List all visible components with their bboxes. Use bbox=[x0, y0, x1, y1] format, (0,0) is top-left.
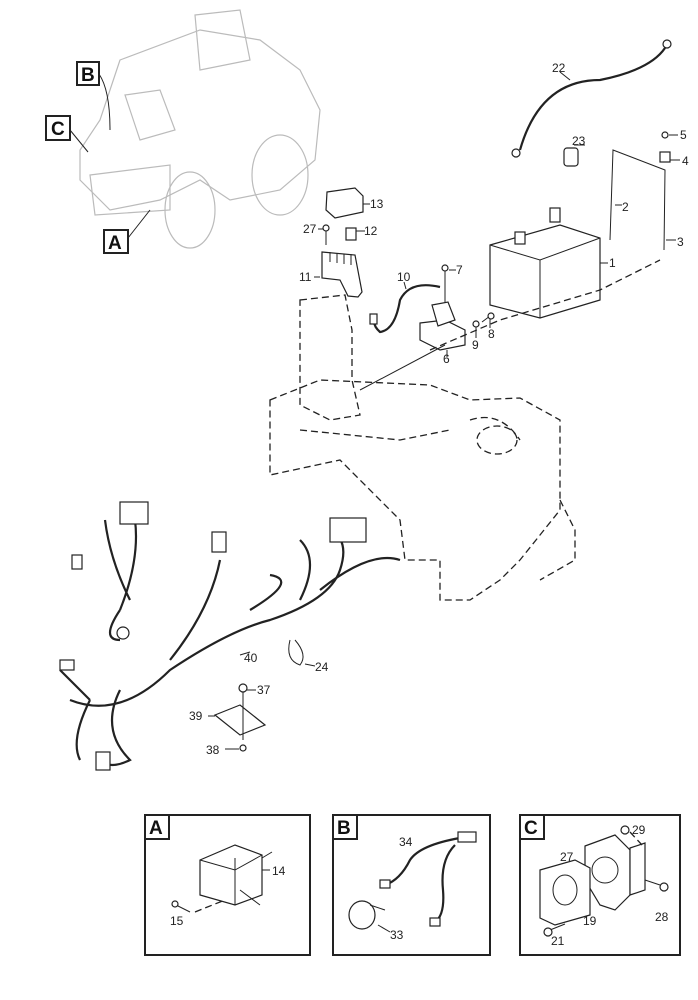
callout-15: 15 bbox=[170, 914, 184, 928]
callout-7: 7 bbox=[456, 263, 463, 277]
svg-text:A: A bbox=[108, 233, 122, 254]
callout-22: 22 bbox=[552, 61, 566, 75]
callout-11: 11 bbox=[299, 270, 312, 284]
cable-10 bbox=[369, 281, 441, 334]
callout-labels: 22 23 5 4 2 3 1 13 27 12 11 10 7 8 9 6 4… bbox=[189, 61, 689, 757]
callout-14: 14 bbox=[272, 864, 286, 878]
callout-38: 38 bbox=[206, 743, 220, 757]
callout-34: 34 bbox=[399, 835, 413, 849]
screw-27 bbox=[318, 224, 330, 245]
battery-cable-22 bbox=[511, 39, 672, 158]
callout-13: 13 bbox=[370, 197, 384, 211]
callout-letter-a[interactable]: A bbox=[103, 209, 151, 254]
inset-b: B 34 33 bbox=[332, 814, 491, 956]
callout-23: 23 bbox=[572, 134, 586, 148]
callout-39: 39 bbox=[189, 709, 203, 723]
part-23 bbox=[563, 144, 585, 167]
tractor-overview bbox=[79, 9, 321, 249]
callout-10: 10 bbox=[397, 270, 411, 284]
hold-down-rod-2-3 bbox=[609, 131, 680, 251]
callout-2: 2 bbox=[622, 200, 629, 214]
callout-8: 8 bbox=[488, 327, 495, 341]
callout-27: 27 bbox=[303, 222, 317, 236]
callout-33: 33 bbox=[390, 928, 404, 942]
callout-letter-b[interactable]: B bbox=[76, 61, 111, 131]
callout-letter-c[interactable]: C bbox=[45, 115, 89, 153]
solenoid-6 bbox=[419, 264, 466, 357]
callout-4: 4 bbox=[682, 154, 689, 168]
callout-40: 40 bbox=[244, 651, 258, 665]
tie-24 bbox=[288, 639, 316, 667]
inset-c: C 29 27 19 28 21 bbox=[519, 814, 681, 956]
wire-harness-40 bbox=[59, 501, 401, 771]
svg-text:B: B bbox=[81, 65, 95, 86]
callout-3: 3 bbox=[677, 235, 684, 249]
callout-27-inset: 27 bbox=[560, 850, 574, 864]
callout-29: 29 bbox=[632, 823, 646, 837]
callout-21: 21 bbox=[551, 934, 565, 948]
svg-text:C: C bbox=[524, 818, 538, 839]
callout-37: 37 bbox=[257, 683, 271, 697]
callout-9: 9 bbox=[472, 338, 479, 352]
fuse-holder-11 bbox=[314, 251, 363, 298]
fuse-cover-13 bbox=[325, 187, 370, 219]
callout-19: 19 bbox=[583, 914, 597, 928]
washer-9-bolt-8 bbox=[472, 312, 495, 338]
ground-wire bbox=[359, 344, 446, 391]
svg-text:C: C bbox=[51, 119, 65, 140]
inset-a: A 14 15 bbox=[144, 814, 311, 956]
callout-28: 28 bbox=[655, 910, 669, 924]
frame bbox=[269, 259, 661, 601]
battery-1 bbox=[489, 207, 608, 319]
fuse-12 bbox=[345, 227, 365, 241]
callout-5: 5 bbox=[680, 128, 687, 142]
svg-text:A: A bbox=[149, 818, 163, 839]
callout-1: 1 bbox=[609, 256, 616, 270]
svg-text:B: B bbox=[337, 818, 351, 839]
callout-6: 6 bbox=[443, 352, 450, 366]
callout-24: 24 bbox=[315, 660, 329, 674]
bracket-39-bolt-37-nut-38 bbox=[208, 683, 267, 752]
callout-12: 12 bbox=[364, 224, 378, 238]
